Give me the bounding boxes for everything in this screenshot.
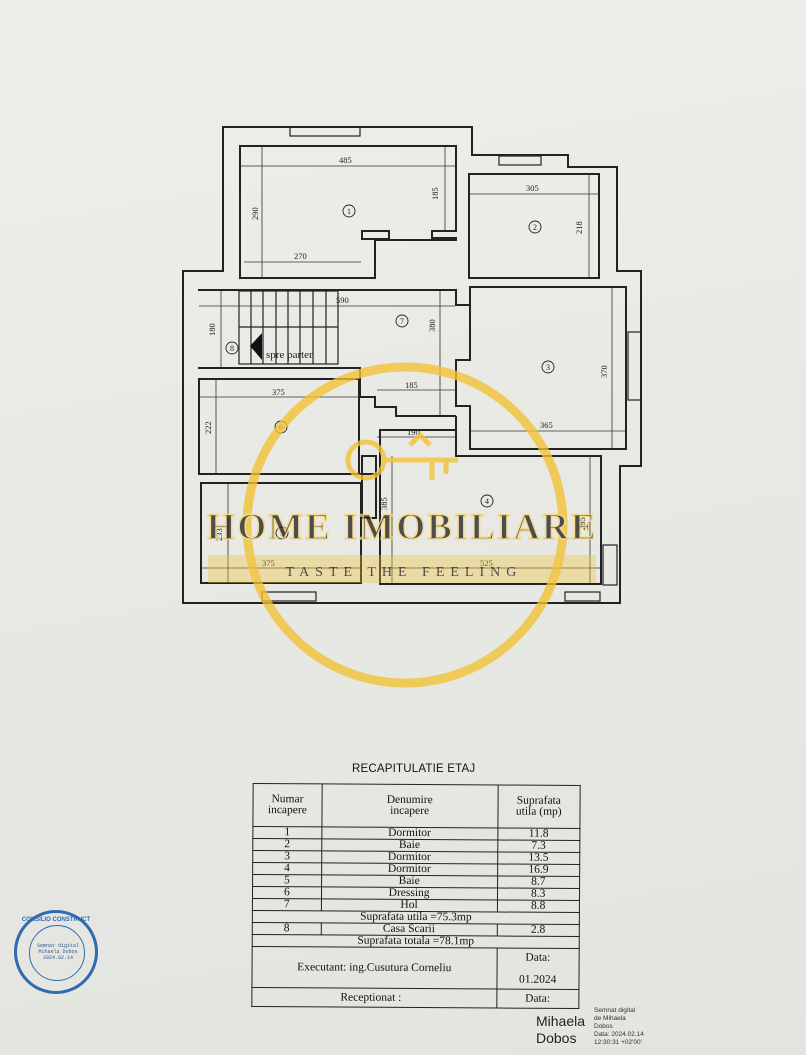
window-room-4b	[564, 591, 601, 602]
watermark-tagline: TASTE THE FEELING	[286, 565, 523, 580]
stamp-text: Semnat digital Mihaela Dobos 2024.02.14	[36, 943, 79, 961]
dim-r1-bottom: 270	[294, 251, 307, 261]
dim-r4-height: 385	[379, 497, 389, 510]
room-number-8: 8	[230, 344, 234, 353]
executant-row: Executant: ing.Cusutura Corneliu Data: 0…	[251, 946, 580, 990]
dim-hall-width: 590	[336, 295, 349, 305]
watermark-logo: HOME IMOBILIARE TASTE THE FEELING	[206, 362, 598, 688]
key-icon	[345, 431, 458, 481]
dim-r5-side: 233	[214, 528, 224, 541]
dim-r5-bottom: 375	[262, 558, 275, 568]
room-1-wall	[239, 145, 457, 279]
room-2-wall	[468, 173, 600, 279]
recap-table: Numar incapere Denumire incapere Suprafa…	[251, 783, 581, 1009]
dim-r3-bottom: 365	[540, 420, 553, 430]
dim-r6-side: 222	[203, 421, 213, 434]
dimension-lines	[199, 146, 625, 583]
executant-date: Data: 01.2024	[496, 947, 580, 990]
window-room-3	[627, 331, 642, 401]
header-area: Suprafata utila (mp)	[497, 784, 581, 829]
window-room-2	[498, 155, 542, 166]
dim-r1-top: 485	[339, 155, 352, 165]
official-stamp: CONSILIO CONSTRUCT Semnat digital Mihael…	[14, 910, 98, 994]
recap-header-row: Numar incapere Denumire incapere Suprafa…	[252, 783, 581, 829]
dim-r4-side: 285	[577, 517, 587, 530]
stamp-inner-circle	[29, 925, 85, 981]
stair-arrow-icon	[250, 333, 262, 360]
stair-label: spre parter	[266, 349, 313, 361]
room-number-4: 4	[485, 497, 489, 506]
dim-stair-height: 180	[207, 323, 217, 336]
staircase	[238, 290, 339, 365]
window-room-4	[602, 544, 618, 586]
room-5-wall	[200, 482, 362, 584]
signature-name: Mihaela Dobos	[536, 1013, 586, 1046]
header-name: Denumire incapere	[321, 783, 498, 828]
signature-meta: Semnat digital de Mihaela Dobos Data: 20…	[594, 1007, 644, 1046]
window-room-1	[289, 126, 361, 137]
room-number-3: 3	[546, 363, 550, 372]
dim-r1-side: 290	[250, 207, 260, 220]
floor-plan: 485 290 270 185 305 218 590 380 180 370 …	[182, 126, 642, 688]
dim-r2-side: 218	[574, 221, 584, 234]
stamp-ring-text: CONSILIO CONSTRUCT	[21, 917, 91, 923]
dim-r6-top: 375	[272, 387, 285, 397]
watermark-brand: HOME IMOBILIARE	[207, 507, 598, 548]
room-6-wall	[198, 378, 360, 475]
dim-r2-top: 305	[526, 183, 539, 193]
header-number: Numar incapere	[252, 783, 322, 827]
room-number-1: 1	[347, 207, 351, 216]
room-number-2: 2	[533, 223, 537, 232]
dim-hall-small: 185	[405, 380, 418, 390]
recap-title: RECAPITULATIE ETAJ	[352, 763, 476, 775]
dim-r1-right: 185	[430, 187, 440, 200]
dim-r4-bottom: 525	[480, 558, 493, 568]
outer-wall	[182, 126, 642, 604]
dim-hall-small2: 190	[407, 427, 420, 437]
receptionat-row: Receptionat : Data:	[251, 987, 579, 1009]
room-number-5: 5	[280, 529, 284, 538]
hall-wall	[198, 287, 471, 306]
dim-hall-height: 380	[427, 319, 437, 332]
room-3-wall	[455, 286, 627, 450]
room-number-7: 7	[400, 317, 404, 326]
duct	[361, 455, 377, 519]
room-1-alcove	[361, 230, 390, 240]
dim-r3-side: 370	[599, 365, 609, 378]
